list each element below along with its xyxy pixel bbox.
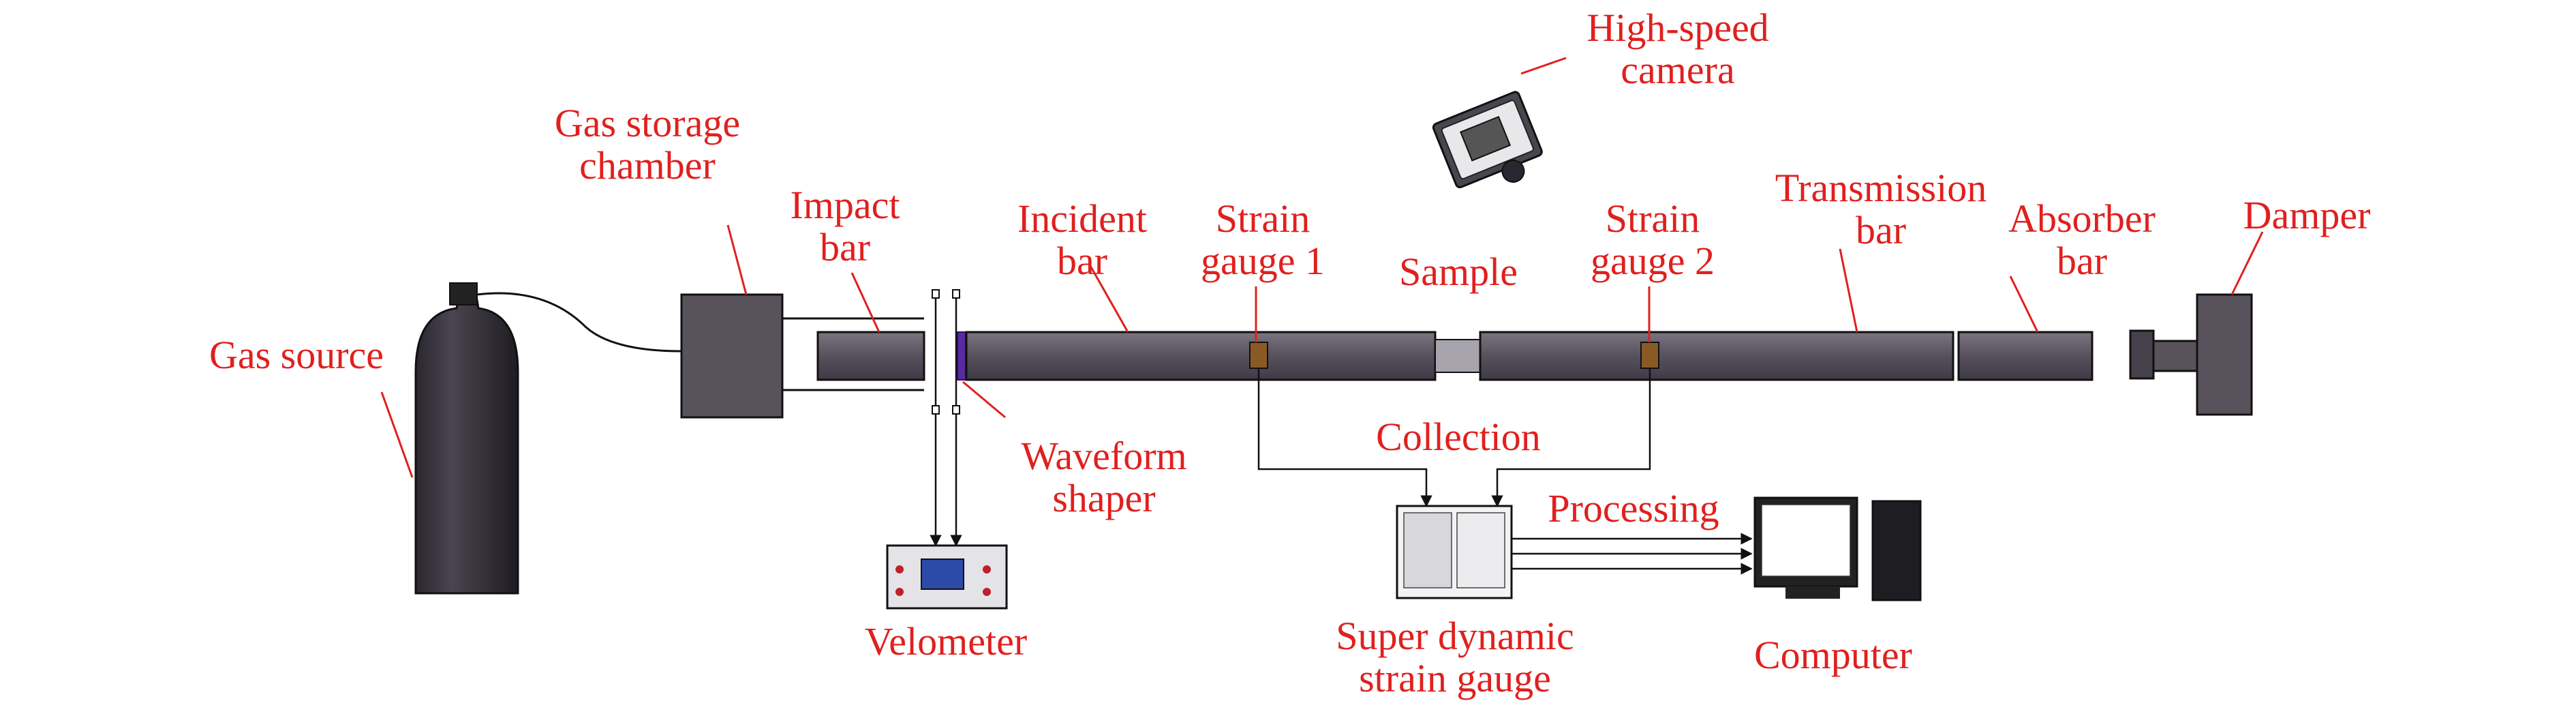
incident-bar bbox=[965, 331, 1437, 381]
label-collection: Collection bbox=[1376, 415, 1541, 459]
label-strain-gauge-2-a: Strain bbox=[1606, 196, 1700, 241]
absorber-bar bbox=[1957, 331, 2094, 381]
dynamic-strain-gauge-device bbox=[1396, 505, 1513, 599]
velometer-sensors bbox=[930, 289, 962, 547]
high-speed-camera-icon bbox=[1432, 91, 1543, 189]
label-velometer: Velometer bbox=[865, 619, 1027, 663]
label-sample: Sample bbox=[1399, 250, 1518, 294]
label-processing: Processing bbox=[1548, 486, 1719, 531]
label-absorber-bar-2: bar bbox=[2057, 239, 2107, 283]
computer-icon bbox=[1753, 496, 1922, 601]
label-high-speed-camera-2: camera bbox=[1621, 48, 1734, 92]
impact-bar bbox=[816, 331, 925, 381]
label-transmission-bar-2: bar bbox=[1856, 208, 1906, 252]
label-damper: Damper bbox=[2243, 193, 2371, 237]
collection-wires bbox=[1257, 368, 1651, 507]
label-high-speed-camera-1: High-speed bbox=[1586, 5, 1768, 50]
leader-lines bbox=[380, 57, 2264, 478]
label-strain-gauge-2-b: gauge 2 bbox=[1591, 239, 1715, 283]
label-strain-gauge-1-a: Strain bbox=[1216, 196, 1310, 241]
label-gas-storage-2: chamber bbox=[579, 143, 716, 188]
transmission-bar bbox=[1479, 331, 1954, 381]
strain-gauge-2-sensor bbox=[1640, 342, 1659, 369]
label-incident-bar-1: Incident bbox=[1017, 196, 1147, 241]
label-gas-storage-1: Gas storage bbox=[555, 101, 740, 145]
label-impact-bar-1: Impact bbox=[790, 183, 900, 227]
label-strain-gauge-1-b: gauge 1 bbox=[1201, 239, 1325, 283]
strain-gauge-1-sensor bbox=[1249, 342, 1268, 369]
label-super-dynamic-1: Super dynamic bbox=[1336, 614, 1574, 658]
gas-source-cylinder bbox=[414, 282, 682, 595]
label-super-dynamic-2: strain gauge bbox=[1359, 656, 1551, 700]
label-gas-source: Gas source bbox=[209, 333, 384, 377]
velometer-device bbox=[886, 544, 1008, 610]
label-waveform-shaper-2: shaper bbox=[1052, 476, 1155, 520]
gas-storage-chamber bbox=[680, 293, 924, 419]
processing-arrows bbox=[1512, 533, 1753, 575]
label-transmission-bar-1: Transmission bbox=[1775, 166, 1987, 210]
label-waveform-shaper-1: Waveform bbox=[1021, 434, 1186, 478]
waveform-shaper bbox=[957, 331, 966, 381]
sample bbox=[1435, 339, 1481, 373]
label-absorber-bar-1: Absorber bbox=[2008, 196, 2156, 241]
damper bbox=[2129, 293, 2253, 416]
label-computer: Computer bbox=[1754, 633, 1912, 677]
label-impact-bar-2: bar bbox=[820, 225, 870, 269]
label-incident-bar-2: bar bbox=[1057, 239, 1107, 283]
